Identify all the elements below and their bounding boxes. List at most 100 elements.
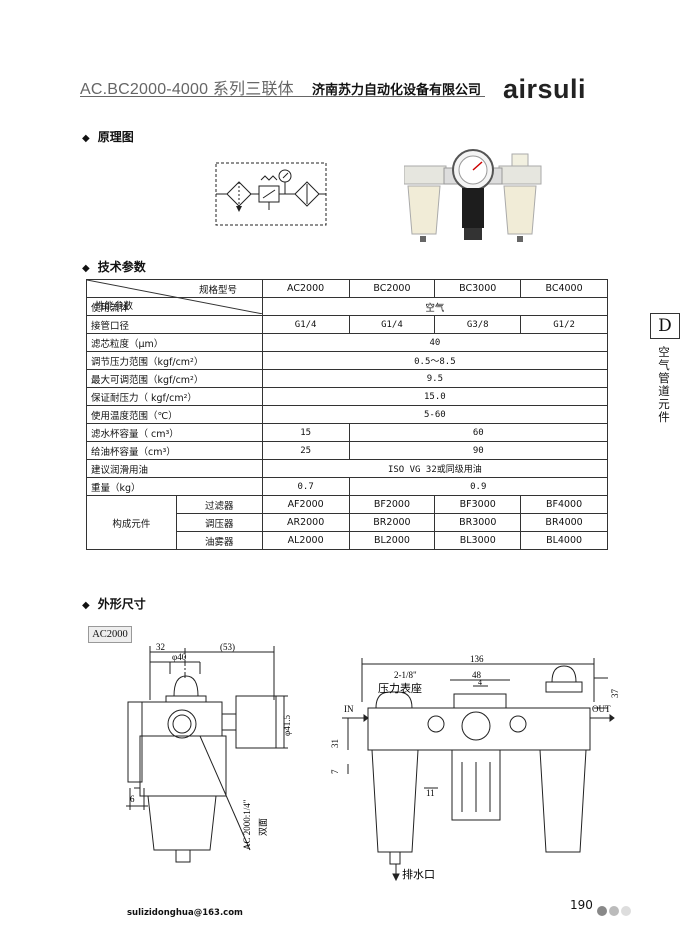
drain-label: 排水口 <box>402 867 435 881</box>
table-row: 接管口径 G1/4 G1/4 G3/8 G1/2 <box>86 315 608 334</box>
dot-icon <box>597 906 607 916</box>
cell-value: 0.5～8.5 <box>261 351 609 370</box>
row-label: 接管口径 <box>86 315 263 334</box>
table-row: 滤芯粒度（μm） 40 <box>86 333 609 352</box>
dim-label: 7 <box>330 769 340 774</box>
dim-label: 32 <box>156 642 165 652</box>
dim-label: 6 <box>130 794 135 804</box>
cell-value: 0.7 <box>261 477 350 496</box>
dim-label: 4 <box>478 678 482 687</box>
dim-label: 2-1/8" <box>394 670 417 680</box>
cell-value: BL2000 <box>348 531 436 550</box>
product-photo <box>404 149 542 242</box>
row-label: 重量（kg） <box>86 477 263 496</box>
cell-value: 25 <box>261 441 350 460</box>
row-label: 保证耐压力（ kgf/cm²） <box>86 387 263 406</box>
component-name: 过滤器 <box>175 495 263 514</box>
row-label: 最大可调范围（kgf/cm²） <box>86 369 263 388</box>
front-view-drawing: 136 2-1/8" 压力表座 48 4 37 IN OUT 31 7 11 排… <box>330 654 620 882</box>
table-row: 油雾器 AL2000 BL2000 BL3000 BL4000 <box>87 531 608 550</box>
header-bottom-label: 性能参数 <box>95 301 134 312</box>
table-row: 给油杯容量（cm³） 25 90 <box>86 441 609 460</box>
cell-value: 空气 <box>261 297 609 316</box>
cell-value: G1/2 <box>520 315 608 334</box>
section-principle: ◆原理图 <box>82 128 134 145</box>
dim-label: φ40 <box>172 652 187 662</box>
section-title: 原理图 <box>97 130 134 144</box>
cell-value: 0.9 <box>348 477 609 496</box>
cell-value: AR2000 <box>261 513 350 532</box>
series-title: AC.BC2000-4000 系列三联体 <box>80 81 294 98</box>
table-row: 调节压力范围（kgf/cm²） 0.5～8.5 <box>86 351 609 370</box>
table-row: 建议润滑用油 ISO VG 32或同级用油 <box>86 459 609 478</box>
dim-label: (53) <box>220 642 235 652</box>
component-name: 油雾器 <box>175 531 263 550</box>
cell-value: BL4000 <box>520 531 608 550</box>
section-dimensions: ◆外形尺寸 <box>82 595 146 612</box>
cell-value: BR4000 <box>520 513 608 532</box>
company-name: 济南苏力自动化设备有限公司 <box>312 83 482 98</box>
cell-value: BR2000 <box>348 513 436 532</box>
cell-value: ISO VG 32或同级用油 <box>261 459 609 478</box>
table-row: 最大可调范围（kgf/cm²） 9.5 <box>86 369 609 388</box>
row-label: 使用温度范围（℃） <box>86 405 263 424</box>
cell-value: BR3000 <box>434 513 522 532</box>
cell-value: BF3000 <box>434 495 522 514</box>
row-label: 滤水杯容量（ cm³） <box>86 423 263 442</box>
table-corner-header: 规格型号 性能参数 <box>86 279 263 314</box>
dim-label: 37 <box>610 689 620 699</box>
dot-icon <box>621 906 631 916</box>
row-label: 调节压力范围（kgf/cm²） <box>86 351 263 370</box>
row-label: 构成元件 <box>86 495 177 550</box>
section-specs: ◆ 技术参数 <box>82 258 146 275</box>
model-header: BC3000 <box>434 279 522 298</box>
model-header: AC2000 <box>261 279 350 298</box>
header-top-label: 规格型号 <box>199 285 238 296</box>
cell-value: G1/4 <box>348 315 436 334</box>
cell-value: 40 <box>261 333 609 352</box>
table-row: 保证耐压力（ kgf/cm²） 15.0 <box>86 387 609 406</box>
dim-label: AC 2000:1/4" <box>242 799 252 850</box>
table-row: 重量（kg） 0.7 0.9 <box>86 477 609 496</box>
dim-label: φ41.5 <box>282 715 292 736</box>
page-dots <box>597 901 633 920</box>
component-name: 调压器 <box>175 513 263 532</box>
cell-value: 5-60 <box>261 405 609 424</box>
model-header: BC4000 <box>520 279 608 298</box>
dim-label: 48 <box>472 670 482 680</box>
cell-value: AL2000 <box>261 531 350 550</box>
dim-label: 压力表座 <box>378 681 422 695</box>
cell-value: G1/4 <box>261 315 350 334</box>
dim-label: 31 <box>330 739 340 748</box>
side-tab-text: 空气管道元件 <box>658 345 670 424</box>
row-label: 滤芯粒度（μm） <box>86 333 263 352</box>
cell-value: 15 <box>261 423 350 442</box>
model-label: AC2000 <box>88 626 132 643</box>
dim-label: 双面 <box>258 818 268 836</box>
section-title: 外形尺寸 <box>97 597 146 611</box>
cell-value: BL3000 <box>434 531 522 550</box>
dim-label: IN <box>344 704 354 714</box>
brand-logo: airsuli <box>503 74 587 104</box>
row-label: 给油杯容量（cm³） <box>86 441 263 460</box>
table-row: 构成元件 过滤器 AF2000 BF2000 BF3000 BF4000 <box>86 495 608 550</box>
cell-value: BF4000 <box>520 495 608 514</box>
spec-table: 规格型号 性能参数 AC2000 BC2000 BC3000 BC4000 使用… <box>86 279 609 550</box>
cell-value: 60 <box>348 423 609 442</box>
header-rule <box>80 96 485 97</box>
dot-icon <box>609 906 619 916</box>
diamond-icon: ◆ <box>82 263 90 274</box>
schematic-symbol <box>215 162 327 226</box>
cell-value: BF2000 <box>348 495 436 514</box>
model-header: BC2000 <box>348 279 436 298</box>
page-number: 190 <box>570 898 593 912</box>
section-title: 技术参数 <box>97 260 146 274</box>
row-label: 建议润滑用油 <box>86 459 263 478</box>
cell-value: AF2000 <box>261 495 350 514</box>
dim-label: 11 <box>426 788 435 798</box>
cell-value: G3/8 <box>434 315 522 334</box>
side-tab-letter: D <box>650 313 680 339</box>
dim-label: OUT <box>592 704 611 714</box>
cell-value: 90 <box>348 441 609 460</box>
table-row: 使用温度范围（℃） 5-60 <box>86 405 609 424</box>
